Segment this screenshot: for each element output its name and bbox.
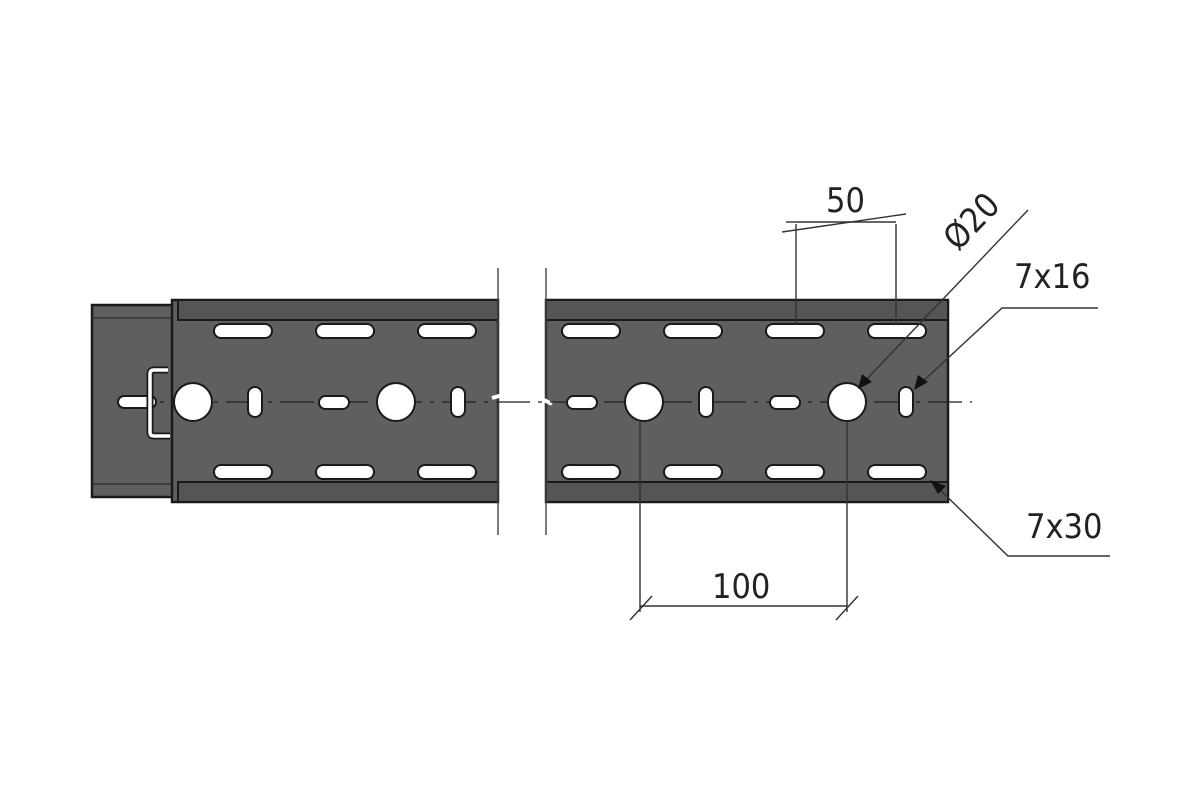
dimension-long-slot-label: 7x30 (1026, 507, 1102, 547)
horizontal-slot (318, 395, 350, 410)
vertical-slot (247, 386, 263, 418)
round-hole (827, 382, 867, 422)
slot (417, 323, 477, 339)
vertical-slot (898, 386, 914, 418)
center-hole-row (173, 382, 914, 422)
slot (417, 464, 477, 480)
slot (213, 323, 273, 339)
slot (315, 464, 375, 480)
slot (315, 323, 375, 339)
dimension-100-label: 100 (712, 567, 770, 607)
bottom-slot-row (213, 464, 927, 480)
leader-arrow (914, 375, 928, 390)
horizontal-slot (769, 395, 801, 410)
leader-arrow (930, 480, 946, 494)
dimension-50-label: 50 (826, 181, 865, 221)
round-hole (624, 382, 664, 422)
vertical-slot (450, 386, 466, 418)
slot (765, 464, 825, 480)
slot (561, 464, 621, 480)
round-hole (376, 382, 416, 422)
dimension-long-slot: 7x30 (930, 480, 1110, 557)
horizontal-slot (566, 395, 598, 410)
slot (663, 464, 723, 480)
dimension-diameter-label: Ø20 (936, 185, 1009, 258)
coupling-bracket (117, 366, 170, 440)
vertical-slot (698, 386, 714, 418)
slot (765, 323, 825, 339)
slot (213, 464, 273, 480)
leader-arrow (858, 374, 872, 389)
top-slot-row (213, 323, 927, 339)
dimension-small-slot-label: 7x16 (1014, 257, 1090, 297)
dimension-small-slot: 7x16 (914, 257, 1098, 390)
dimension-50: 50 (781, 181, 907, 324)
dimension-100: 100 (629, 422, 859, 621)
slot (663, 323, 723, 339)
slot (867, 464, 927, 480)
slot (867, 323, 927, 339)
round-hole (173, 382, 213, 422)
slot (561, 323, 621, 339)
